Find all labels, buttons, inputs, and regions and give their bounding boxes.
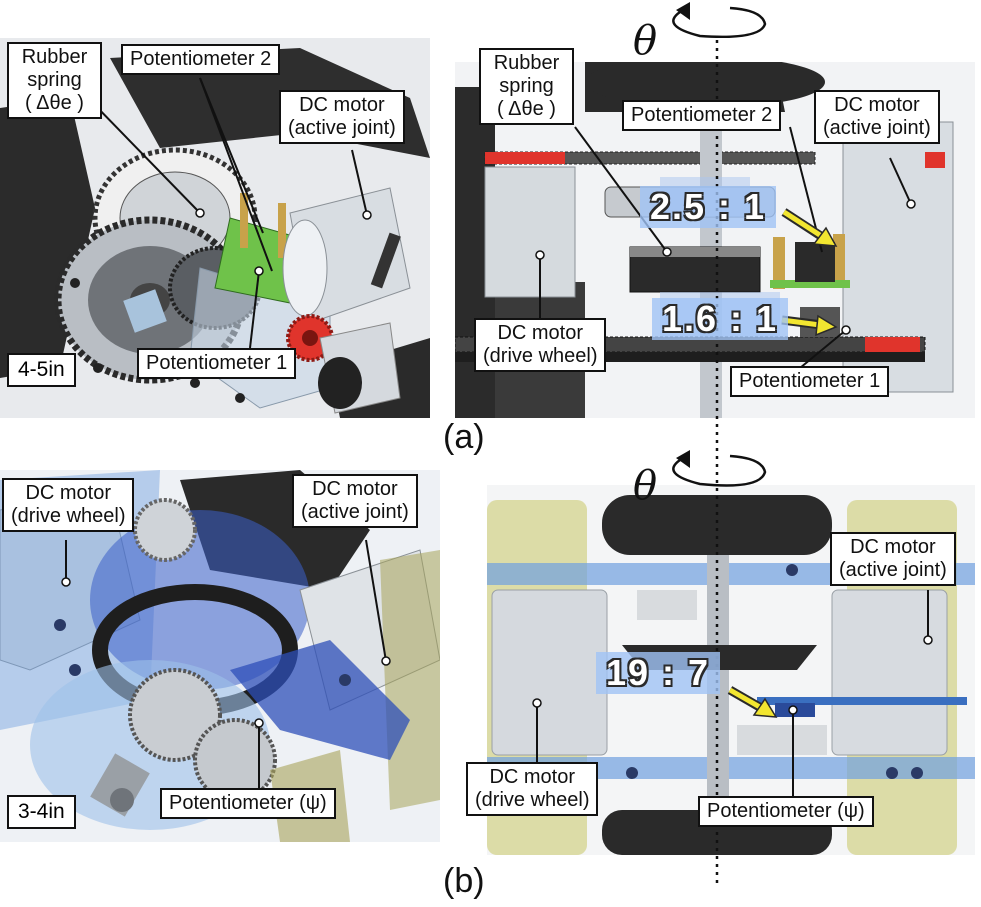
drive-shaft: [90, 753, 150, 817]
label-line: DC motor: [497, 322, 584, 344]
theta-arc-top: [672, 6, 767, 39]
label-line: (drive wheel): [475, 789, 590, 811]
theta-arc-bottom: [672, 454, 767, 487]
gear-ratio-2-5: 2.5 : 1: [640, 186, 777, 228]
label-line: (active joint): [301, 501, 409, 523]
label-line: (active joint): [288, 117, 396, 139]
label-line: ( Δθe ): [497, 98, 556, 120]
dc-motor-drive-body: [484, 166, 576, 298]
drive-shaft: [123, 289, 167, 333]
label-line: spring: [27, 69, 82, 91]
label-dc-motor-drive-b-left: DC motor (drive wheel): [2, 478, 135, 532]
label-text: Potentiometer (ψ): [169, 792, 327, 814]
label-line: Rubber: [21, 46, 88, 68]
label-rubber-spring-a-left: Rubber spring ( Δθe ): [7, 42, 102, 119]
caption-b: (b): [443, 862, 485, 900]
label-line: (drive wheel): [483, 345, 598, 367]
bottom-blue-plate: [487, 757, 975, 779]
label-line: Rubber: [493, 52, 560, 74]
label-line: DC motor: [299, 94, 385, 116]
label-text: Potentiometer 2: [631, 104, 773, 126]
theta-symbol-a: θ: [633, 18, 658, 64]
label-text: Potentiometer 1: [146, 352, 288, 374]
label-line: DC motor: [834, 94, 920, 116]
label-dc-motor-active-b-right: DC motor (active joint): [830, 532, 956, 586]
label-line: DC motor: [489, 766, 576, 788]
size-tag-3-4in: 3-4in: [7, 795, 76, 829]
label-potentiometer-2-a-right: Potentiometer 2: [622, 100, 782, 131]
label-dc-motor-active-a-right: DC motor (active joint): [814, 90, 940, 144]
label-line: DC motor: [25, 482, 112, 504]
label-dc-motor-active-b-left: DC motor (active joint): [292, 474, 418, 528]
label-line: spring: [499, 75, 554, 97]
label-potentiometer-psi-b-right: Potentiometer (ψ): [698, 796, 874, 827]
label-dc-motor-drive-a-right: DC motor (drive wheel): [474, 318, 607, 372]
label-dc-motor-drive-b-right: DC motor (drive wheel): [466, 762, 599, 816]
size-tag-4-5in: 4-5in: [7, 353, 76, 387]
label-potentiometer-1-a-right: Potentiometer 1: [730, 366, 890, 397]
caption-a: (a): [443, 418, 485, 456]
dc-motor-drive-body: [491, 589, 608, 756]
label-text: Potentiometer 2: [130, 48, 272, 70]
label-line: (active joint): [839, 559, 947, 581]
label-line: ( Δθe ): [25, 92, 84, 114]
label-text: Potentiometer 1: [739, 370, 881, 392]
dc-motor-active-body: [831, 589, 948, 756]
label-potentiometer-psi-b-left: Potentiometer (ψ): [160, 788, 336, 819]
label-potentiometer-2-a-left: Potentiometer 2: [121, 44, 281, 75]
gear-ratio-1-6: 1.6 : 1: [652, 298, 789, 340]
label-line: DC motor: [850, 536, 936, 558]
label-potentiometer-1-a-left: Potentiometer 1: [137, 348, 297, 379]
label-line: (drive wheel): [11, 505, 126, 527]
label-dc-motor-active-a-left: DC motor (active joint): [279, 90, 405, 144]
label-line: DC motor: [312, 478, 398, 500]
label-text: Potentiometer (ψ): [707, 800, 865, 822]
gear-ratio-19-7: 19 : 7: [596, 652, 721, 694]
label-rubber-spring-a-right: Rubber spring ( Δθe ): [479, 48, 574, 125]
theta-symbol-b: θ: [633, 463, 658, 509]
label-line: (active joint): [823, 117, 931, 139]
potentiometer-bar: [757, 697, 967, 705]
